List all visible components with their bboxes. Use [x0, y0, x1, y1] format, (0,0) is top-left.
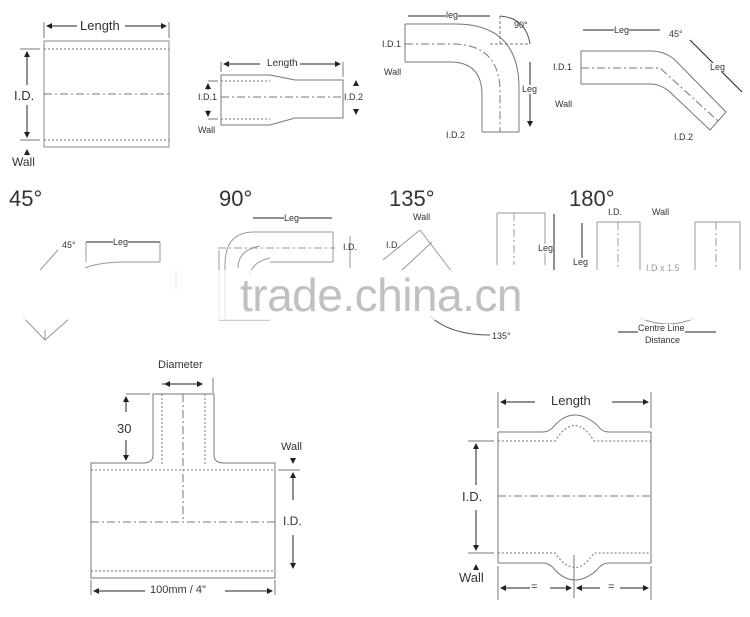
elbow45-title: 45° [9, 186, 43, 211]
elbow135-id-label: I.D. [386, 240, 401, 250]
straight-wall-label: Wall [12, 155, 35, 169]
elbow45-leg-label: Leg [113, 237, 129, 247]
elbow90-top-leg1-label: leg [446, 10, 459, 20]
elbow45-top-id2-label: I.D.2 [674, 132, 694, 142]
elbow180-title: 180° [569, 186, 615, 211]
elbow90-leg-label: Leg [284, 213, 300, 223]
tee-diameter-label: Diameter [158, 359, 203, 371]
hump-hose-drawing [468, 392, 652, 600]
tee-id-label: I.D. [283, 514, 302, 528]
watermark-fade-band [0, 270, 750, 320]
elbow-45-top-drawing [580, 29, 743, 131]
reducer-hose-drawing [205, 61, 359, 126]
elbow180-wall-label: Wall [652, 207, 670, 217]
hump-equal-right-label: = [608, 581, 615, 593]
elbow180-centreline-label-1: Centre Line [638, 323, 685, 333]
elbow135-leg-label: Leg [538, 243, 554, 253]
elbow45-top-leg1-label: Leg [614, 25, 630, 35]
straight-hose-drawing [20, 22, 170, 155]
elbow45-top-angle-label: 45° [669, 29, 683, 39]
elbow90-top-leg2-label: Leg [522, 84, 538, 94]
elbow180-radius-label: I.D x 1.5 [646, 263, 680, 273]
elbow-90-top-drawing [404, 15, 533, 133]
hump-wall-label: Wall [459, 570, 484, 585]
elbow90-id-label: I.D. [343, 242, 358, 252]
reducer-wall-label: Wall [198, 125, 216, 135]
reducer-id1-label: I.D.1 [198, 92, 218, 102]
elbow90-top-angle-label: 90° [514, 20, 528, 30]
elbow90-top-id2-label: I.D.2 [446, 130, 466, 140]
elbow180-leg-label: Leg [573, 257, 589, 267]
hump-equal-left-label: = [531, 581, 538, 593]
hump-id-label: I.D. [462, 489, 483, 504]
elbow45-top-leg2-label: Leg [710, 62, 726, 72]
elbow135-title: 135° [389, 186, 435, 211]
straight-id-label: I.D. [14, 88, 35, 103]
elbow180-id-label: I.D. [608, 207, 623, 217]
elbow-90-drawing [218, 217, 351, 321]
elbow180-centreline-label-2: Distance [645, 335, 681, 345]
elbow90-title: 90° [219, 186, 253, 211]
straight-length-label: Length [80, 18, 120, 33]
tee-length-label: 100mm / 4" [150, 584, 206, 596]
reducer-id2-label: I.D.2 [344, 92, 364, 102]
elbow135-angle-label: 135° [492, 331, 511, 341]
tee-height-label: 30 [117, 421, 132, 436]
elbow-135-drawing [382, 212, 555, 336]
elbow90-top-wall-label: Wall [384, 67, 402, 77]
tee-wall-label: Wall [281, 441, 302, 453]
hump-length-label: Length [551, 393, 591, 408]
elbow90-top-id1-label: I.D.1 [382, 39, 402, 49]
watermark-text: trade.china.cn [240, 269, 522, 321]
elbow45-angle-label: 45° [62, 240, 76, 250]
tee-hose-drawing [90, 378, 300, 595]
reducer-length-label: Length [267, 58, 298, 69]
elbow45-top-wall-label: Wall [555, 99, 573, 109]
elbow45-top-id1-label: I.D.1 [553, 62, 573, 72]
elbow135-wall-label: Wall [413, 212, 431, 222]
